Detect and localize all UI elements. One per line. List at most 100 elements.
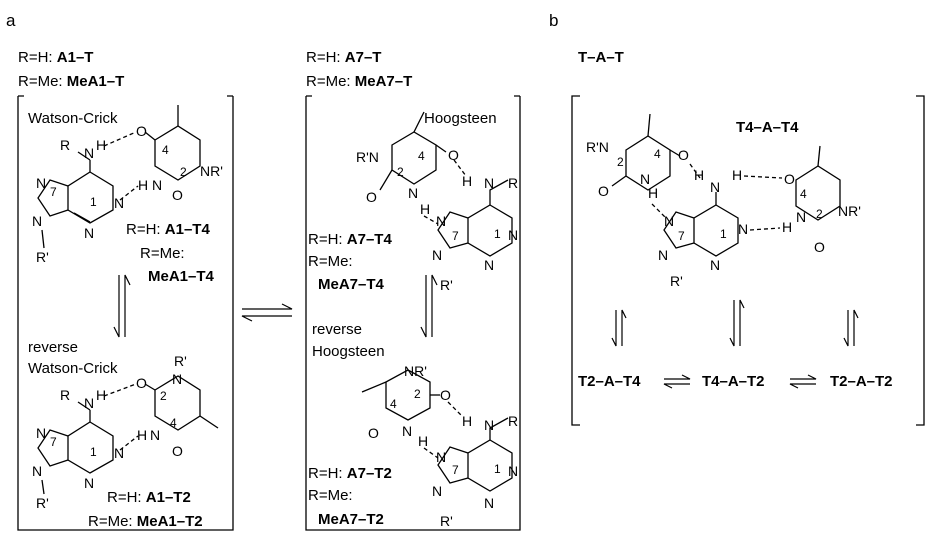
header-a7t: R=H: A7–T — [306, 49, 381, 66]
svg-text:O: O — [440, 387, 451, 403]
svg-text:R': R' — [36, 249, 49, 265]
mode-hoogsteen: Hoogsteen — [424, 110, 497, 127]
svg-text:N: N — [508, 227, 518, 243]
svg-text:7: 7 — [452, 229, 459, 243]
svg-text:H: H — [96, 387, 106, 403]
molecule-a7-t2: NR' 2 4 O N H O N R H N 7 N 1 N N R' — [361, 363, 518, 529]
svg-text:N: N — [84, 145, 94, 161]
equilibrium-right-vertical — [420, 274, 438, 338]
molecule-a1-t4: N R H N 7 N 1 N N R' O 4 2 N H O NR' — [32, 105, 223, 265]
svg-text:O: O — [814, 239, 825, 255]
left-box-frame — [17, 95, 234, 531]
svg-text:4: 4 — [654, 147, 661, 161]
svg-text:7: 7 — [50, 185, 57, 199]
svg-text:H: H — [732, 167, 742, 183]
svg-text:H: H — [420, 201, 430, 217]
svg-text:2: 2 — [160, 389, 167, 403]
svg-text:H: H — [462, 173, 472, 189]
svg-text:2: 2 — [617, 155, 624, 169]
label-rme-a7t4: R=Me: — [308, 253, 353, 270]
svg-text:N: N — [114, 195, 124, 211]
svg-text:N: N — [114, 445, 124, 461]
svg-text:H: H — [137, 427, 147, 443]
panel-label-b: b — [549, 11, 558, 30]
svg-text:N: N — [436, 213, 446, 229]
label-a7-t4: R=H: A7–T4 — [308, 231, 392, 248]
svg-text:H: H — [694, 167, 704, 183]
mode-reverse-wc-2: Watson-Crick — [28, 360, 118, 377]
svg-text:7: 7 — [678, 229, 685, 243]
svg-text:N: N — [84, 225, 94, 241]
panel-b-bracket-left — [571, 95, 580, 426]
svg-text:N: N — [484, 175, 494, 191]
equilibrium-b-right — [843, 309, 859, 347]
svg-text:R': R' — [174, 353, 187, 369]
equilibrium-left-vertical — [113, 274, 131, 338]
svg-text:R: R — [508, 413, 518, 429]
label-mea7-t4: MeA7–T4 — [318, 276, 385, 293]
svg-text:N: N — [408, 185, 418, 201]
svg-text:N: N — [484, 495, 494, 511]
equilibrium-b-left — [611, 309, 627, 347]
svg-text:O: O — [448, 147, 459, 163]
svg-text:R: R — [60, 137, 70, 153]
svg-text:N: N — [32, 463, 42, 479]
panel-b-bracket-right — [916, 95, 925, 426]
header-a1t: R=H: A1–T — [18, 49, 93, 66]
svg-text:N: N — [796, 209, 806, 225]
equilibrium-middle-horizontal — [241, 303, 293, 322]
molecule-a1-t2: N R H N 7 N 1 N N R' O 2 4 N H O N R' — [32, 353, 219, 511]
svg-text:R'N: R'N — [356, 149, 379, 165]
svg-text:O: O — [136, 375, 147, 391]
equilibrium-b-h1 — [663, 374, 691, 389]
header-mea1t: R=Me: MeA1–T — [18, 73, 124, 90]
label-t2-a-t4: T2–A–T4 — [578, 373, 641, 390]
panel-label-a: a — [6, 11, 16, 30]
svg-text:O: O — [678, 147, 689, 163]
svg-text:O: O — [172, 443, 183, 459]
svg-text:O: O — [598, 183, 609, 199]
svg-text:N: N — [84, 475, 94, 491]
svg-text:N: N — [32, 213, 42, 229]
svg-text:2: 2 — [180, 165, 187, 179]
svg-text:N: N — [508, 463, 518, 479]
svg-text:R: R — [60, 387, 70, 403]
molecule-a7-t4: R'N 2 4 O N H O N R H N 7 N 1 N N R' — [356, 111, 518, 293]
svg-text:NR': NR' — [404, 363, 427, 379]
label-t4-a-t2: T4–A–T2 — [702, 373, 765, 390]
svg-text:O: O — [136, 123, 147, 139]
svg-text:N: N — [402, 423, 412, 439]
svg-text:R': R' — [440, 277, 453, 293]
label-mea1-t4: MeA1–T4 — [148, 268, 215, 285]
svg-text:H: H — [418, 433, 428, 449]
svg-text:N: N — [738, 221, 748, 237]
svg-text:H: H — [462, 413, 472, 429]
molecule-t4-a-t4: R'N 2 4 O N H O N H H N 7 N 1 N N R' O 4… — [586, 113, 861, 289]
svg-text:H: H — [782, 219, 792, 235]
label-mea1-t2: R=Me: MeA1–T2 — [88, 513, 203, 530]
svg-text:NR': NR' — [200, 163, 223, 179]
label-a1-t2: R=H: A1–T2 — [107, 489, 191, 506]
label-t2-a-t2: T2–A–T2 — [830, 373, 893, 390]
right-box-frame — [305, 95, 521, 531]
svg-text:1: 1 — [90, 195, 97, 209]
svg-text:N: N — [640, 171, 650, 187]
svg-text:N: N — [36, 175, 46, 191]
svg-text:O: O — [366, 189, 377, 205]
svg-text:R': R' — [440, 513, 453, 529]
mode-reverse-hoog-1: reverse — [312, 321, 362, 338]
equilibrium-b-middle — [729, 299, 745, 347]
svg-text:1: 1 — [494, 462, 501, 476]
svg-text:7: 7 — [452, 463, 459, 477]
svg-text:R'N: R'N — [586, 139, 609, 155]
svg-text:N: N — [150, 427, 160, 443]
header-tat: T–A–T — [578, 49, 624, 66]
svg-text:4: 4 — [418, 149, 425, 163]
svg-text:R': R' — [670, 273, 683, 289]
header-mea7t: R=Me: MeA7–T — [306, 73, 412, 90]
svg-text:N: N — [658, 247, 668, 263]
label-rme-a7t2: R=Me: — [308, 487, 353, 504]
svg-text:4: 4 — [162, 143, 169, 157]
svg-text:N: N — [484, 417, 494, 433]
svg-text:R: R — [508, 175, 518, 191]
